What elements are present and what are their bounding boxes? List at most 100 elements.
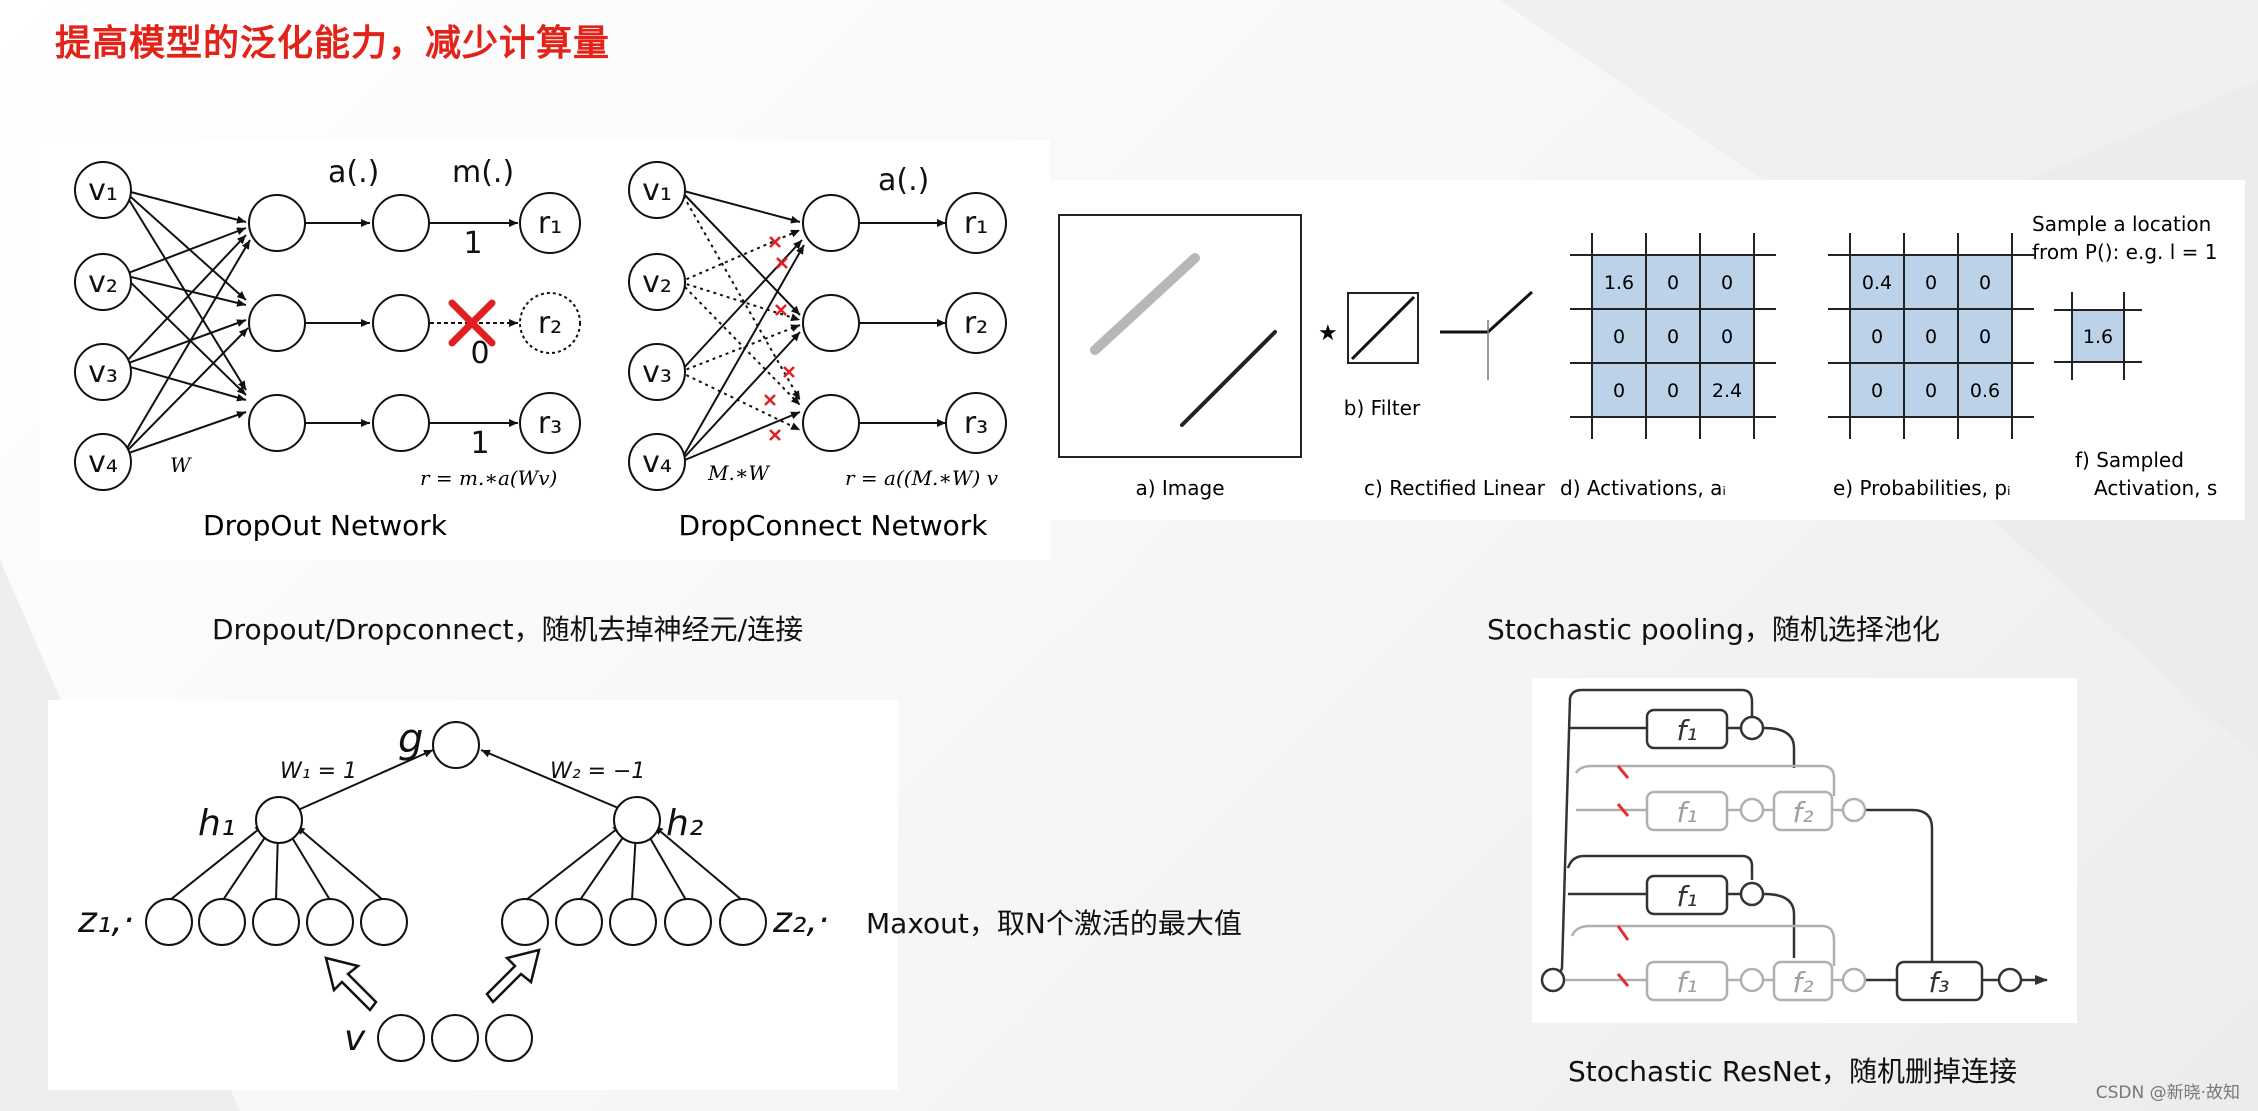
dropout-label-m: m(.) [452,155,514,190]
prob-grid-fill [1850,255,2012,417]
prob-grid-cell: 0.6 [1970,380,2000,402]
activations-label: d) Activations, aᵢ [1560,476,1726,500]
dropout-network-title: DropOut Network [203,509,448,542]
maxout-z2-node [664,898,712,946]
maxout-z1-node [360,898,408,946]
dropconnect-label-v1: v₁ [642,173,672,208]
maxout-node-g [432,721,480,769]
act-grid-cell: 0 [1667,326,1679,348]
input-arrow-left-icon [324,956,378,1012]
dropconnect-node-v1 [628,161,686,219]
dropconnect-hidden-2 [802,294,860,352]
resnet-block4-skip [1570,924,1836,966]
dropconnect-node-v3 [628,343,686,401]
resnet-f2-dropped-label-2: f₂ [1792,966,1813,999]
resnet-f1-dropped-box [1645,790,1729,832]
dropout-hidden-2 [248,294,306,352]
dropconnect-network [628,161,1007,491]
dropout-hidden-1 [248,194,306,252]
resnet-block1-merge [1763,726,1796,768]
prob-grid-cell: 0 [1925,326,1937,348]
stochastic-resnet-figure: f₁ f₁ f₂ f₁ f₁ f₂ f₃ [1532,678,2077,1023]
dropconnect-label-v4: v₄ [642,445,672,480]
dropout-mask-value-2: 0 [470,336,489,371]
resnet-f1-dropped-label: f₁ [1676,796,1697,829]
convolution-star-icon: ★ [1318,321,1338,346]
maxout-v-node [485,1014,533,1062]
dropout-mask-2 [372,294,430,352]
maxout-z2-node [555,898,603,946]
resnet-merge-node [1739,881,1765,907]
dropconnect-label-r1: r₁ [964,206,988,241]
dropconnect-label-r3: r₃ [964,406,988,441]
act-grid-cell: 0 [1613,326,1625,348]
resnet-f3-label: f₃ [1928,966,1949,999]
resnet-f1-label-2: f₁ [1676,880,1697,913]
maxout-label-h1: h₁ [198,803,235,844]
dropout-output-r1 [519,192,581,254]
blurry-edge [1090,253,1200,355]
dropout-output-r2 [519,292,581,354]
maxout-weight-1: W₁ = 1 [280,759,357,784]
dropout-mask-value-3: 1 [470,426,489,461]
filter-diagonal [1350,295,1416,361]
page-title: 提高模型的泛化能力，减少计算量 [55,23,611,64]
dropout-node-v3 [74,343,132,401]
resnet-f1-dropped-label-2: f₁ [1676,966,1697,999]
sample-note-line-1: Sample a location [2032,212,2211,236]
act-grid-cell: 1.6 [1604,272,1634,294]
maxout-z2-node [719,898,767,946]
dropout-label-v1: v₁ [88,173,118,208]
dropout-caption: Dropout/Dropconnect，随机去掉神经元/连接 [212,613,804,646]
maxout-z2-node [609,898,657,946]
dropout-dropconnect-figure: v₁ v₂ v₃ v₄ r₁ r₂ r₃ a(.) m(.) 1 0 1 W r… [40,140,1050,560]
sampled-value: 1.6 [2083,326,2113,348]
filter-label: b) Filter [1344,396,1421,420]
act-grid-cell: 0 [1721,326,1733,348]
resnet-input-node [1540,967,1566,993]
maxout-z1-node [306,898,354,946]
sampled-cell-fill [2072,310,2124,362]
sampled-activation-cell: 1.6 [2054,292,2142,380]
dropconnect-label-v2: v₂ [642,265,672,300]
maxout-z1-node [145,898,193,946]
resnet-block3-skip [1566,854,1754,880]
dropout-network [74,161,581,491]
maxout-weight-2: W₂ = −1 [550,759,645,784]
dropout-mask-1 [372,194,430,252]
resnet-f1-box-2 [1645,874,1729,916]
maxout-label-g: g [398,716,423,762]
dropconnect-network-title: DropConnect Network [679,509,989,542]
dropout-dropconnect-svg: v₁ v₂ v₃ v₄ r₁ r₂ r₃ a(.) m(.) 1 0 1 W r… [74,155,1007,542]
watermark: CSDN @新晓·故知 [2095,1083,2240,1103]
resnet-merge-node [1841,967,1867,993]
maxout-v-node [377,1014,425,1062]
dropout-formula: r = m.∗a(Wv) [420,466,557,490]
act-grid-cell: 0 [1721,272,1733,294]
stochastic-pooling-svg: a) Image ★ b) Filter c) Rectified Linear… [1058,212,2218,500]
dropout-hidden-3 [248,394,306,452]
maxout-v-node [431,1014,479,1062]
sampled-label-line-2: Activation, s [2094,476,2217,500]
dropout-label-v3: v₃ [88,355,118,390]
prob-grid-cell: 0 [1979,272,1991,294]
dropconnect-hidden-1 [802,194,860,252]
maxout-node-h1 [255,796,303,844]
dropout-node-v4 [74,433,132,491]
dropout-mask-3 [372,394,430,452]
dropconnect-node-v4 [628,433,686,491]
dropout-mask-value-1: 1 [463,226,482,261]
dropconnect-cross-icons [764,236,795,441]
resnet-merge-node [1997,967,2023,993]
prob-grid-cell: 0 [1871,380,1883,402]
resnet-f3-box [1895,960,1984,1002]
maxout-figure: g h₁ h₂ W₁ = 1 W₂ = −1 z₁,· z₂,· v [48,700,898,1090]
dropout-node-v1 [74,161,132,219]
act-grid-cell: 0 [1613,380,1625,402]
resnet-f1-dropped-box-2 [1645,960,1729,1002]
maxout-node-h2 [613,796,661,844]
resnet-caption: Stochastic ResNet，随机删掉连接 [1568,1055,2017,1088]
resnet-right-link [1864,808,1934,968]
